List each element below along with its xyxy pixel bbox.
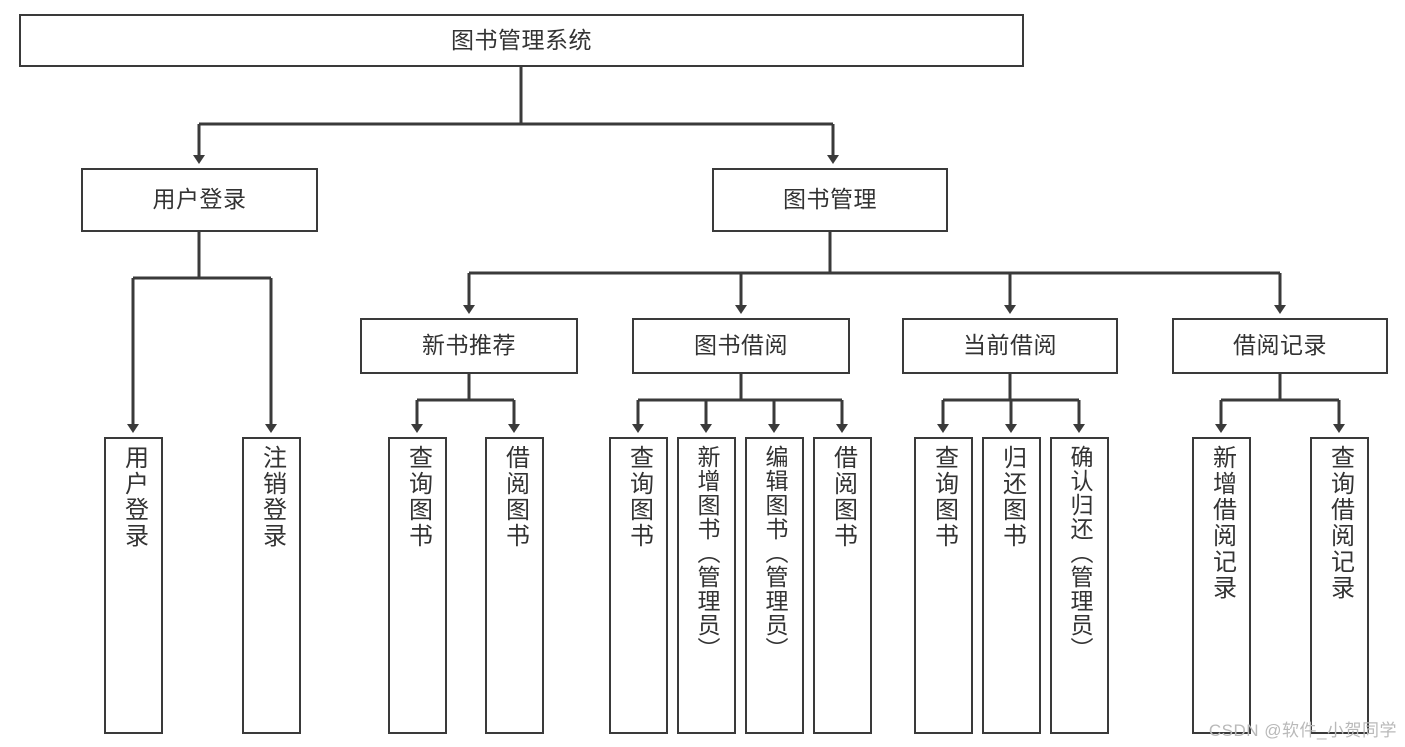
node-level3-current-borrow-label: 当前借阅: [963, 332, 1057, 359]
node-level2-book-management-label: 图书管理: [783, 186, 877, 213]
node-leaf-add-book-admin[interactable]: 新增图书（管理员）: [677, 437, 736, 734]
node-leaf-user-login[interactable]: 用户登录: [104, 437, 163, 734]
node-leaf-borrow-book-recommend-label: 借阅图书: [501, 445, 529, 549]
node-leaf-edit-book-admin[interactable]: 编辑图书（管理员）: [745, 437, 804, 734]
node-level2-book-management[interactable]: 图书管理: [712, 168, 948, 232]
node-leaf-return-book[interactable]: 归还图书: [982, 437, 1041, 734]
node-leaf-query-borrow-record[interactable]: 查询借阅记录: [1310, 437, 1369, 734]
node-leaf-query-borrow-record-label: 查询借阅记录: [1326, 445, 1354, 601]
node-leaf-logout[interactable]: 注销登录: [242, 437, 301, 734]
node-level3-book-borrow[interactable]: 图书借阅: [632, 318, 850, 374]
node-leaf-borrow-book-label: 借阅图书: [829, 445, 857, 549]
node-level2-user-login[interactable]: 用户登录: [81, 168, 318, 232]
node-leaf-edit-book-admin-label: 编辑图书（管理员）: [762, 445, 788, 661]
node-root[interactable]: 图书管理系统: [19, 14, 1024, 67]
node-leaf-borrow-book-recommend[interactable]: 借阅图书: [485, 437, 544, 734]
node-leaf-user-login-label: 用户登录: [120, 445, 148, 549]
node-level3-book-borrow-label: 图书借阅: [694, 332, 788, 359]
node-root-label: 图书管理系统: [451, 26, 592, 53]
node-leaf-query-book-borrow[interactable]: 查询图书: [609, 437, 668, 734]
node-leaf-query-book-current[interactable]: 查询图书: [914, 437, 973, 734]
node-level3-new-book-recommend[interactable]: 新书推荐: [360, 318, 578, 374]
node-level3-current-borrow[interactable]: 当前借阅: [902, 318, 1118, 374]
node-leaf-add-borrow-record[interactable]: 新增借阅记录: [1192, 437, 1251, 734]
node-leaf-add-book-admin-label: 新增图书（管理员）: [694, 445, 720, 661]
node-level2-user-login-label: 用户登录: [152, 186, 247, 213]
node-leaf-logout-label: 注销登录: [258, 445, 286, 549]
node-leaf-return-book-label: 归还图书: [998, 445, 1026, 549]
node-leaf-confirm-return-admin-label: 确认归还（管理员）: [1067, 445, 1093, 661]
node-level3-borrow-record[interactable]: 借阅记录: [1172, 318, 1388, 374]
node-leaf-query-book-recommend-label: 查询图书: [404, 445, 432, 549]
node-leaf-query-book-recommend[interactable]: 查询图书: [388, 437, 447, 734]
node-leaf-add-borrow-record-label: 新增借阅记录: [1208, 445, 1236, 601]
watermark: CSDN @软件_小贺同学: [1208, 721, 1397, 740]
node-leaf-confirm-return-admin[interactable]: 确认归还（管理员）: [1050, 437, 1109, 734]
node-level3-new-book-recommend-label: 新书推荐: [422, 332, 516, 359]
node-leaf-query-book-borrow-label: 查询图书: [625, 445, 653, 549]
node-level3-borrow-record-label: 借阅记录: [1233, 332, 1327, 359]
node-leaf-borrow-book[interactable]: 借阅图书: [813, 437, 872, 734]
node-leaf-query-book-current-label: 查询图书: [930, 445, 958, 549]
